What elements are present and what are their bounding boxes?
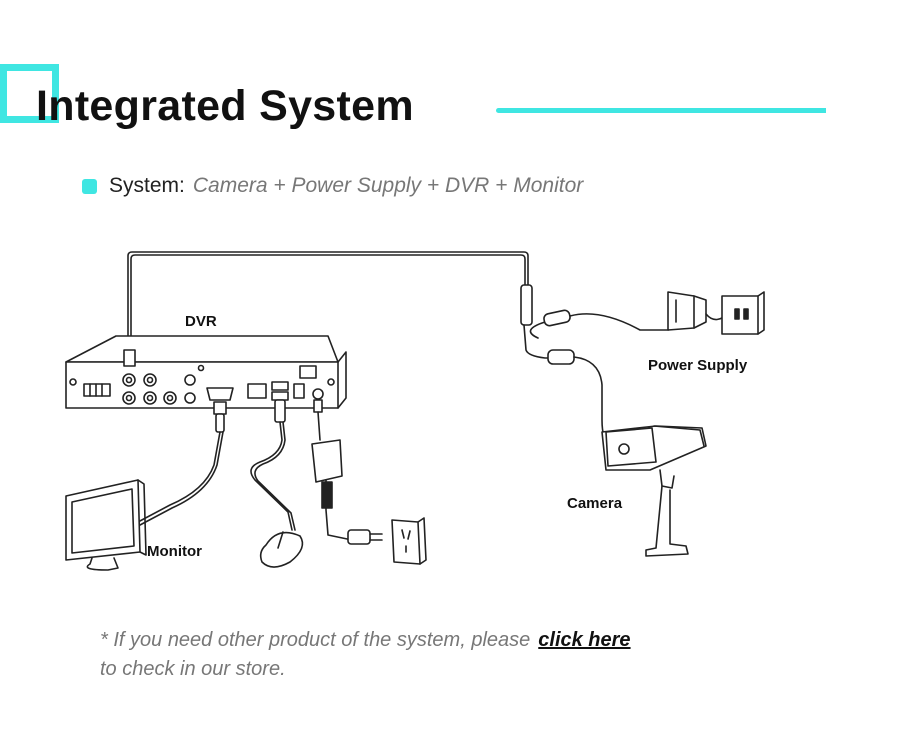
- note-line-1: * If you need other product of the syste…: [100, 626, 631, 655]
- store-note: * If you need other product of the syste…: [100, 626, 631, 684]
- mouse-icon: [259, 531, 304, 568]
- note-text: * If you need other product of the syste…: [100, 629, 531, 651]
- note-line-2: to check in our store.: [100, 658, 286, 680]
- monitor-icon: [65, 479, 147, 571]
- power-brick-icon: [311, 439, 383, 545]
- label-dvr: DVR: [185, 313, 217, 330]
- label-monitor: Monitor: [147, 543, 202, 560]
- power-cable: [529, 309, 691, 339]
- accent-square-decoration: [0, 64, 59, 123]
- label-power-supply: Power Supply: [648, 357, 748, 374]
- wall-outlet-icon: [721, 291, 765, 335]
- usb-mouse-cable: [250, 399, 296, 531]
- bullet-icon: [82, 178, 97, 194]
- wall-outlet-icon-2: [391, 517, 427, 565]
- title-underline-rule: [496, 108, 826, 113]
- video-cable: [127, 251, 561, 359]
- dvr-icon: [65, 335, 347, 409]
- system-label: System:: [109, 174, 185, 197]
- vga-cable: [137, 401, 227, 526]
- system-summary: System: Camera + Power Supply + DVR + Mo…: [82, 174, 583, 198]
- page-title: Integrated System: [36, 82, 414, 130]
- camera-cable: [547, 349, 611, 446]
- system-diagram: DVR Power Supply Camera Monitor: [65, 251, 765, 571]
- system-components: Camera + Power Supply + DVR + Monitor: [192, 174, 584, 197]
- camera-icon: [601, 425, 707, 557]
- label-camera: Camera: [567, 495, 623, 512]
- click-here-link[interactable]: click here: [538, 629, 631, 651]
